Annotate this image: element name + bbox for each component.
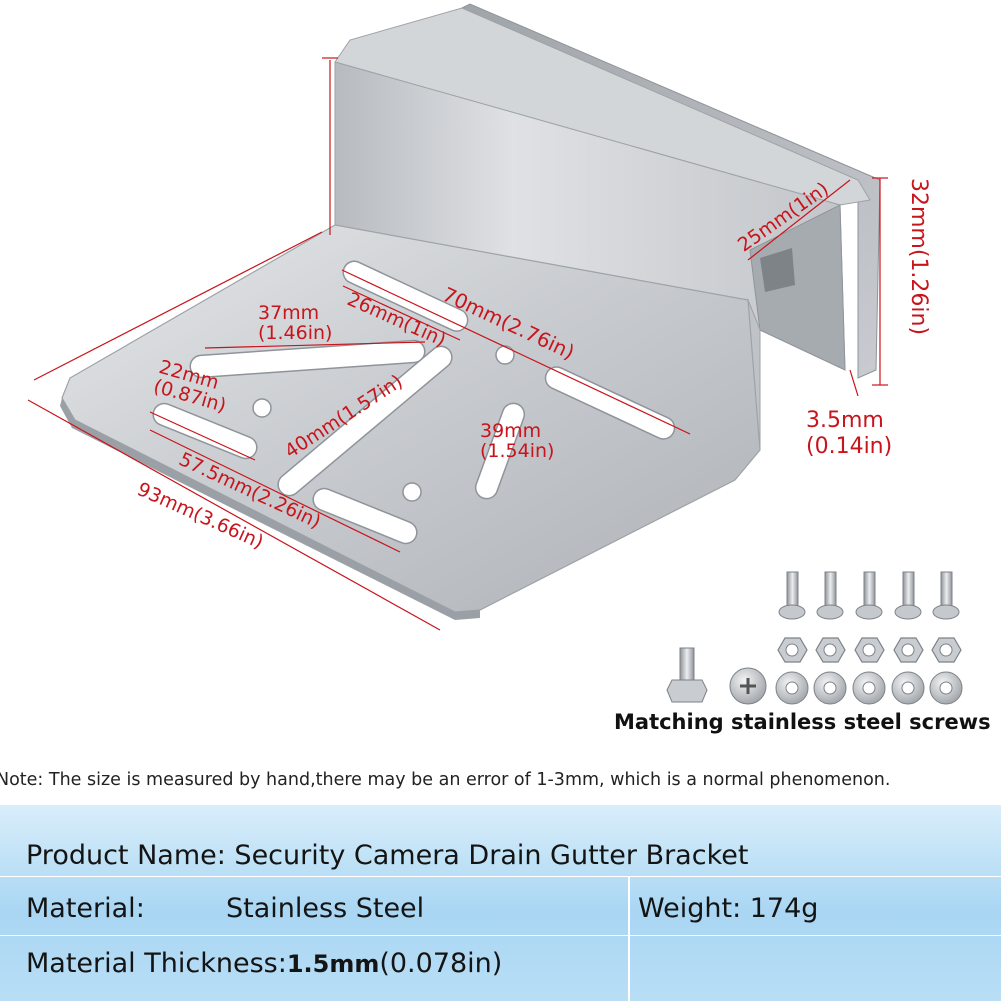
- screw-set: [666, 571, 963, 705]
- dim-3-5mm-inch: (0.14in): [806, 434, 893, 460]
- spec-thickness-in: (0.078in): [379, 948, 503, 979]
- spec-row-material: Material: Stainless Steel Weight: 174g: [0, 876, 1001, 941]
- spec-table: Product Name: Security Camera Drain Gutt…: [0, 805, 1001, 1001]
- spec-thickness-mm: 1.5mm: [286, 950, 380, 978]
- dim-39mm-value: 39mm: [480, 420, 542, 442]
- dim-32mm: 32mm(1.26in): [906, 178, 931, 336]
- dim-3-5mm-value: 3.5mm: [806, 408, 884, 433]
- spec-thickness: Material Thickness:1.5mm(0.078in): [26, 948, 502, 979]
- measurement-note: Note: The size is measured by hand,there…: [0, 770, 891, 790]
- spec-row-thickness: Material Thickness:1.5mm(0.078in): [0, 935, 1001, 1002]
- spec-material-value: Stainless Steel: [226, 893, 425, 924]
- spec-row-product: Product Name: Security Camera Drain Gutt…: [0, 805, 1001, 871]
- dim-39mm-inch: (1.54in): [480, 439, 555, 462]
- dim-37mm-value: 37mm: [258, 302, 320, 324]
- spec-thickness-label: Material Thickness:: [26, 948, 287, 979]
- spec-product-name: Product Name: Security Camera Drain Gutt…: [26, 840, 749, 871]
- spec-column-divider: [628, 876, 630, 1001]
- dim-39mm: 39mm (1.54in): [480, 420, 555, 462]
- dim-37mm: 37mm (1.46in): [258, 302, 333, 344]
- spec-material-label: Material:: [26, 893, 145, 924]
- screws-caption: Matching stainless steel screws: [614, 710, 991, 734]
- dim-3-5mm: 3.5mm (0.14in): [806, 408, 892, 461]
- spec-weight: Weight: 174g: [638, 893, 819, 924]
- dim-37mm-inch: (1.46in): [258, 321, 333, 344]
